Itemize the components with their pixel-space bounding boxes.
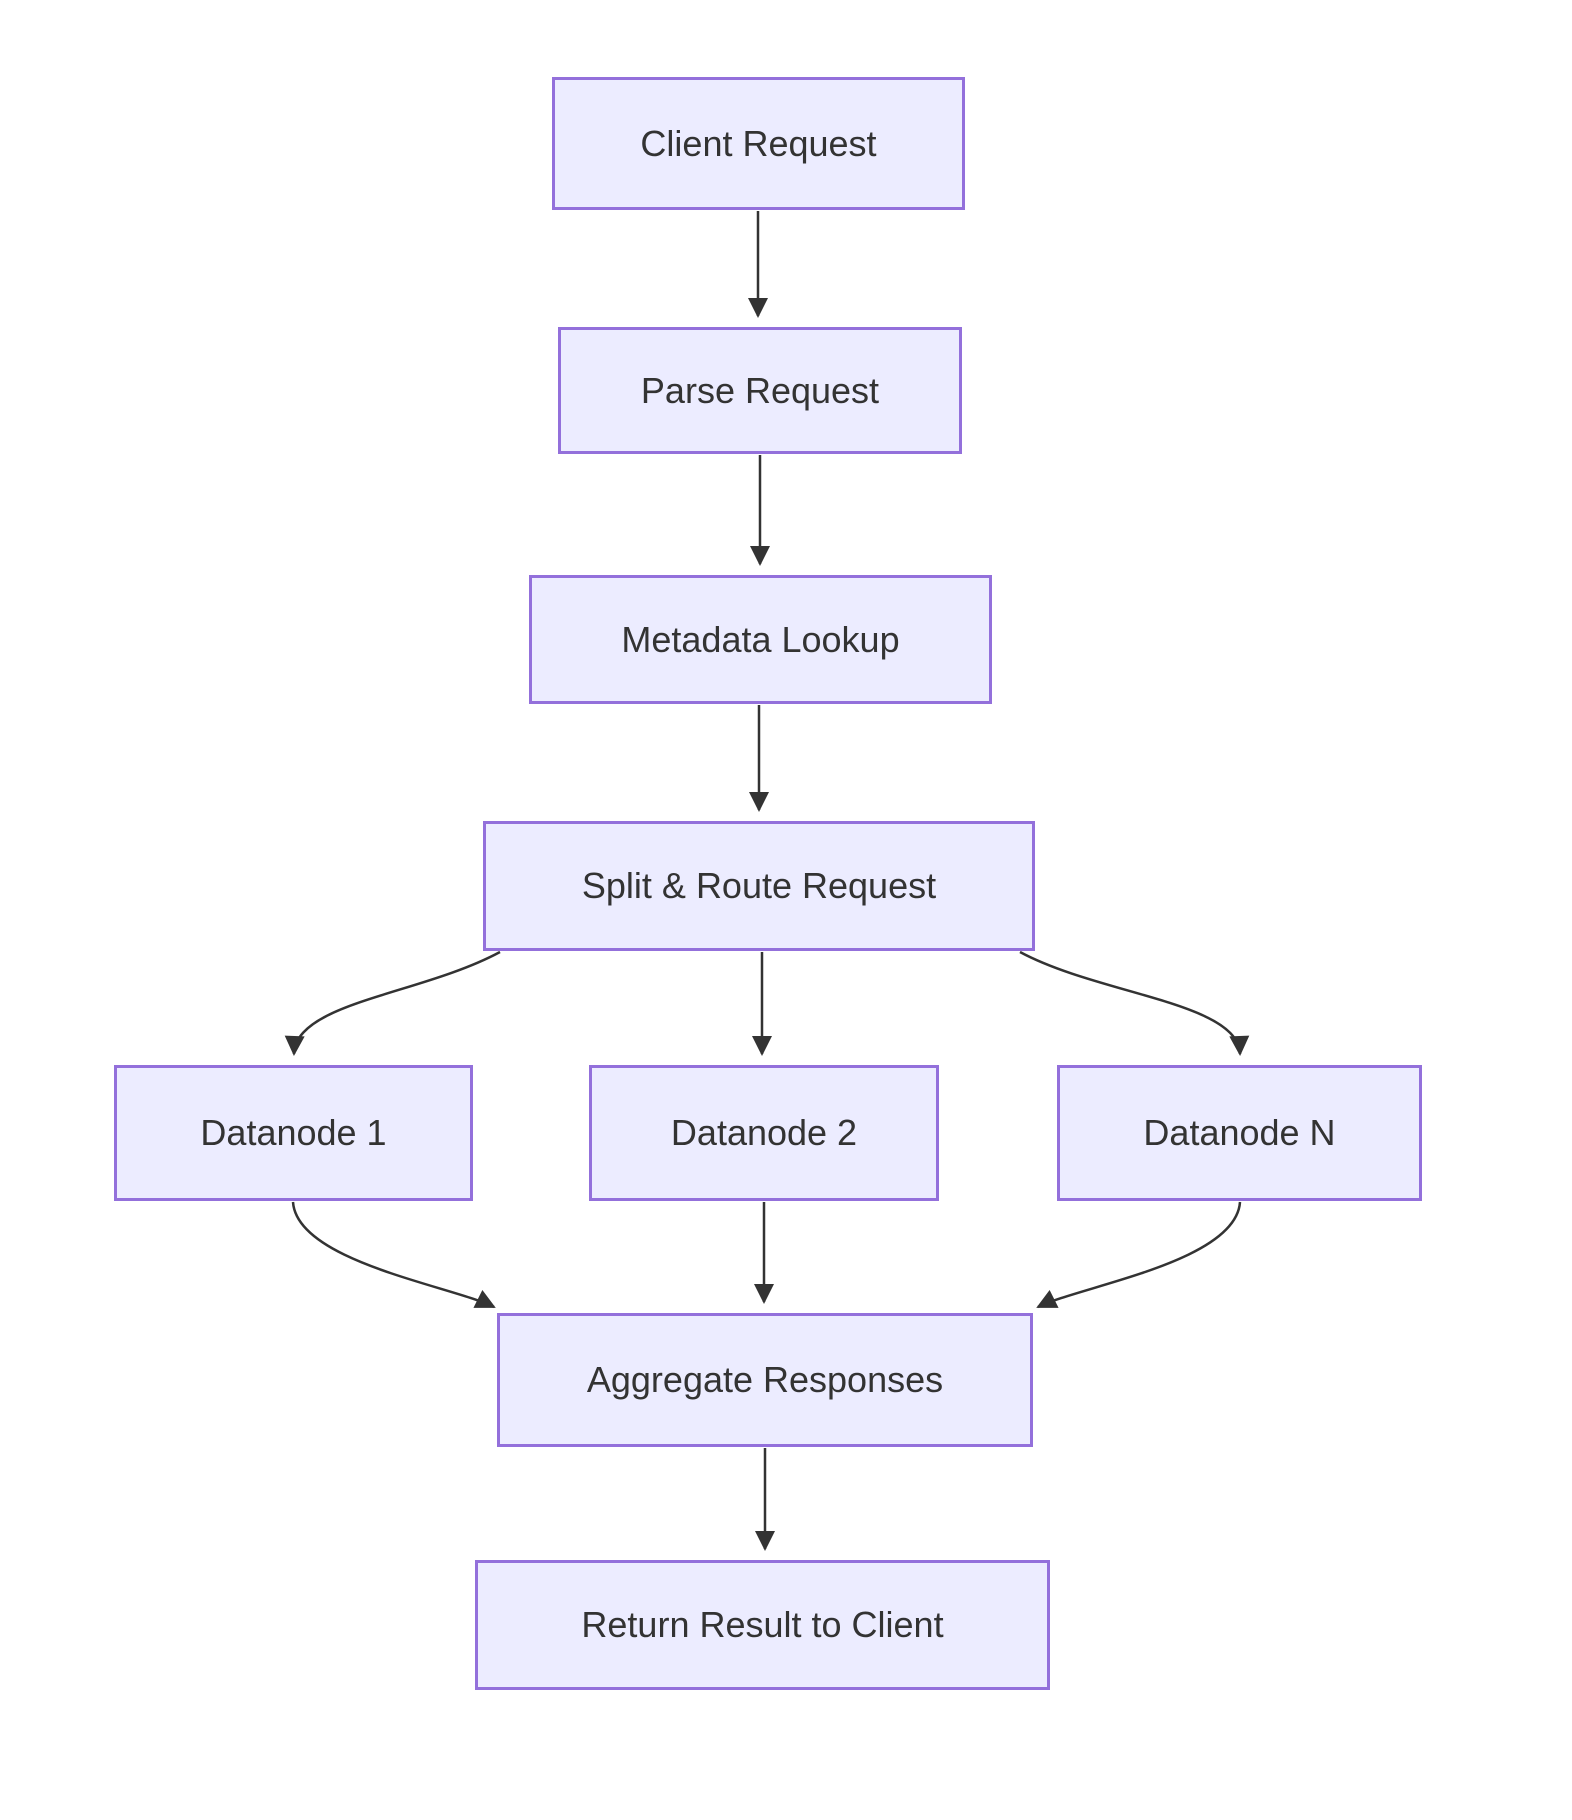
node-datanode-1-label: Datanode 1 xyxy=(200,1112,387,1154)
node-split-route-request-label: Split & Route Request xyxy=(581,865,937,907)
node-metadata-lookup: Metadata Lookup xyxy=(529,575,992,704)
node-aggregate-responses: Aggregate Responses xyxy=(497,1313,1033,1447)
node-datanode-n-label: Datanode N xyxy=(1143,1112,1336,1154)
edge-datanode-1-to-aggregate xyxy=(291,1201,496,1309)
node-datanode-2: Datanode 2 xyxy=(589,1065,939,1201)
node-return-result: Return Result to Client xyxy=(475,1560,1050,1690)
node-aggregate-responses-label: Aggregate Responses xyxy=(586,1359,944,1401)
edge-split-to-datanode-1 xyxy=(284,950,501,1056)
node-datanode-2-label: Datanode 2 xyxy=(670,1112,858,1154)
node-datanode-1: Datanode 1 xyxy=(114,1065,473,1201)
edge-split-to-datanode-n xyxy=(1019,950,1250,1056)
node-parse-request-label: Parse Request xyxy=(640,369,880,411)
node-client-request: Client Request xyxy=(552,77,965,210)
node-metadata-lookup-label: Metadata Lookup xyxy=(621,618,900,660)
node-client-request-label: Client Request xyxy=(640,122,877,164)
node-return-result-label: Return Result to Client xyxy=(581,1604,944,1646)
node-parse-request: Parse Request xyxy=(558,327,962,454)
edge-datanode-n-to-aggregate xyxy=(1036,1201,1242,1309)
node-datanode-n: Datanode N xyxy=(1057,1065,1422,1201)
node-split-route-request: Split & Route Request xyxy=(483,821,1035,951)
